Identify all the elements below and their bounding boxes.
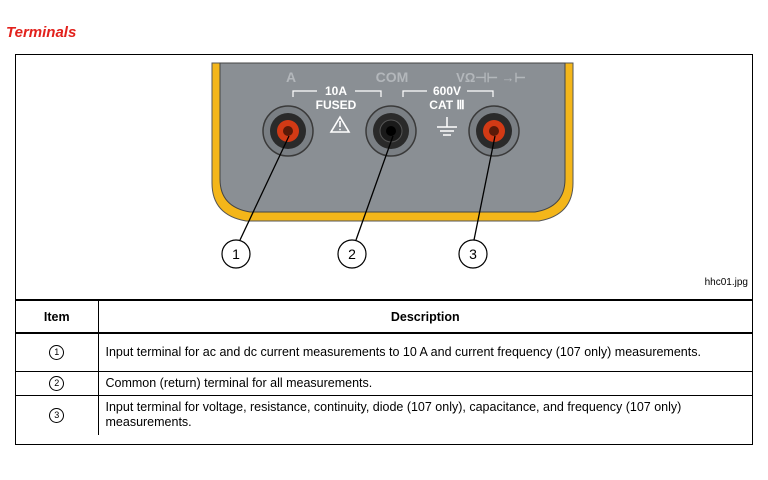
label-voltage-rating: 600V	[433, 84, 461, 98]
leader-line-1	[239, 135, 290, 241]
svg-text:2: 2	[348, 246, 356, 262]
table-row: 2 Common (return) terminal for all measu…	[16, 370, 752, 396]
callout-2: 2	[337, 239, 367, 269]
multimeter-terminals-illustration: A COM VΩ⊣⊢ →⊢ 10A 600V FUSED CAT Ⅲ	[211, 62, 574, 269]
leader-line-3	[473, 135, 496, 241]
leader-line-2	[355, 135, 394, 241]
warning-icon	[329, 115, 351, 133]
item-number-badge: 3	[49, 408, 65, 424]
table-row: 3 Input terminal for voltage, resistance…	[16, 394, 752, 435]
table-header-row: Item Description	[16, 299, 752, 334]
terminals-figure-table: A COM VΩ⊣⊢ →⊢ 10A 600V FUSED CAT Ⅲ	[15, 54, 753, 445]
terminals-table: Item Description 1 Input terminal for ac…	[16, 299, 752, 435]
callout-1: 1	[221, 239, 251, 269]
callout-3: 3	[458, 239, 488, 269]
label-current-rating: 10A	[325, 84, 347, 98]
terminal-volts	[468, 105, 520, 157]
svg-text:3: 3	[469, 246, 477, 262]
label-com: COM	[376, 69, 409, 85]
item-cell: 2	[16, 370, 99, 396]
description-cell: Common (return) terminal for all measure…	[97, 370, 752, 396]
item-number-badge: 2	[49, 376, 65, 391]
column-header-item: Item	[16, 299, 99, 334]
item-number-badge: 1	[49, 345, 65, 361]
column-header-description: Description	[97, 299, 752, 334]
figure-caption: hhc01.jpg	[704, 277, 748, 288]
label-amps: A	[286, 69, 296, 85]
ground-icon	[437, 117, 457, 136]
item-cell: 3	[16, 394, 99, 435]
terminals-figure: A COM VΩ⊣⊢ →⊢ 10A 600V FUSED CAT Ⅲ	[16, 55, 752, 299]
label-category: CAT Ⅲ	[429, 98, 464, 112]
label-fused: FUSED	[316, 98, 357, 112]
description-cell: Input terminal for ac and dc current mea…	[97, 332, 752, 372]
terminal-com	[365, 105, 417, 157]
description-cell: Input terminal for voltage, resistance, …	[97, 394, 752, 435]
svg-text:1: 1	[232, 246, 240, 262]
section-title: Terminals	[6, 24, 77, 41]
terminal-amps	[262, 105, 314, 157]
table-row: 1 Input terminal for ac and dc current m…	[16, 332, 752, 372]
label-volts: VΩ⊣⊢ →⊢	[456, 70, 526, 85]
item-cell: 1	[16, 332, 99, 372]
